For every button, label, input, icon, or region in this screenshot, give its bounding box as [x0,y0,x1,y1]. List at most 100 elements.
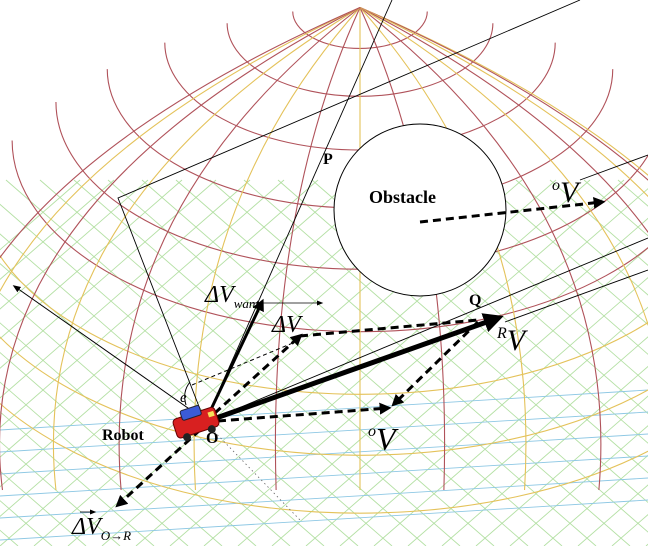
grid-line [0,233,359,546]
delta-v-o-to-r-sub: O→R [101,528,131,543]
helper-dashed [191,339,301,386]
obstacle-circle [333,123,507,297]
grid-line [583,179,648,237]
sphere-line [0,6,361,259]
grid-line [271,217,648,546]
grid-line [0,292,291,546]
sphere-line [359,7,648,198]
cone-outline-right-low [504,269,648,323]
label-relative-velocity: RV [496,324,529,357]
sphere-line [0,402,648,514]
label-robot: Robot [102,427,144,444]
sphere-line [359,6,648,181]
grid-line [0,203,393,546]
grid-line [0,499,648,541]
grid-line [481,179,648,326]
sphere-line [359,6,648,176]
grid-line [0,322,257,546]
grid-line [407,336,648,546]
sphere-line [274,7,361,491]
cone-edge-lower [204,237,648,423]
grid-line [441,365,648,546]
delta-v-want-main: ΔV [204,282,236,308]
relative-velocity-arrow [204,313,504,425]
grid-line [0,179,183,340]
sphere-line [359,7,602,491]
ground-grid [0,179,648,546]
grid-line [209,179,631,546]
sphere-line [118,7,361,491]
grid-line [475,395,648,546]
sphere-line [359,7,648,234]
grid-line [5,179,427,546]
grid-line [339,277,648,546]
arrow-left-thin [12,285,206,421]
cone-edge-upper [204,0,393,423]
obstacle-velocity-top-sup: o [552,177,560,194]
label-o: O [206,430,218,447]
obstacle-velocity-bottom-main: V [376,421,399,457]
grid-line [107,179,529,546]
grid-line [549,179,648,266]
grid-line [0,381,189,546]
grid-line [305,247,648,546]
grid-line [509,425,648,546]
grid-line [0,179,149,310]
sphere-line [11,140,648,333]
sphere-line [52,7,361,491]
grid-line [0,179,217,369]
grid-line [0,179,387,517]
label-angle-e: e [180,390,187,406]
label-obstacle-velocity-top: oV [552,176,582,209]
grid-line [175,179,597,546]
grid-line [0,470,87,546]
sphere-line [0,7,361,293]
delta-v-o-to-r-arrow [115,428,202,508]
label-delta-v-want: ΔVwant [204,282,259,311]
grid-line [0,179,115,280]
cone-outer-left [117,0,581,423]
delta-v-to-q-dashed [299,318,479,338]
delta-v-arrow [203,333,303,424]
grid-line [0,179,251,399]
grid-line [0,455,648,497]
grid-line [0,179,319,458]
label-delta-v: ΔV [271,312,303,338]
grid-line [617,179,648,207]
grid-line [243,179,648,533]
robot-car [172,405,220,442]
grid-line [543,454,648,546]
q-to-ov-dashed [391,320,480,407]
grid-line [0,351,223,546]
label-delta-v-o-to-r: ΔVO→R [71,514,131,543]
delta-v-want-arrow [203,298,264,423]
obstacle-velocity-bottom-arrow [204,402,392,424]
obstacle-velocity-top-main: V [560,176,582,209]
label-obstacle-velocity-bottom: oV [368,421,399,457]
sphere-wireframe [0,6,648,514]
grid-line [0,411,648,453]
grid-line [0,411,155,546]
delta-v-want-sub: want [234,296,260,311]
obstacle-velocity-bottom-sup: o [368,423,376,440]
sphere-line [0,7,361,491]
grid-line [0,440,121,546]
grid-line [0,477,648,519]
grid-line [0,500,53,546]
grid-line [237,188,648,546]
sphere-line [359,7,648,327]
grid-line [0,179,81,251]
grid-line [447,179,648,355]
grid-line [0,389,648,431]
grid-line [0,179,285,429]
delta-v-o-to-r-main: ΔV [71,514,103,540]
label-q: Q [469,292,481,309]
grid-line [141,179,563,546]
grid-line [0,263,325,546]
relative-velocity-sup: R [496,325,507,342]
label-obstacle: Obstacle [369,187,436,207]
grid-line [515,179,648,296]
collision-cone [117,0,648,423]
